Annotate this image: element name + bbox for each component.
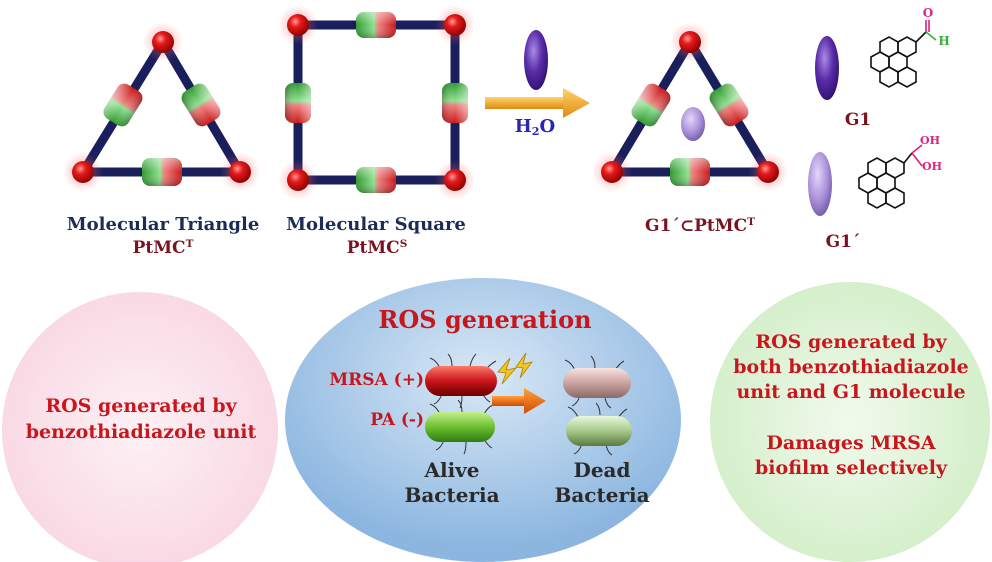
guest-g1-icon	[815, 36, 839, 100]
pyrene-diol-structure	[858, 144, 923, 209]
mrsa-bacterium-alive	[425, 353, 497, 409]
complex-label: G1´⊂PtMCT	[615, 216, 785, 236]
triangle-name-text: Molecular Triangle	[66, 214, 260, 235]
square-linker-top	[356, 12, 396, 38]
left-circle-text: ROS generated by benzothiadiazole unit	[10, 394, 272, 445]
square-pt-nodes	[278, 5, 475, 200]
guest-g1-prime-icon	[808, 152, 832, 216]
alive-line2: Bacteria	[404, 483, 500, 507]
guest-g1-over-arrow	[524, 30, 548, 90]
square-code: PtMCS	[322, 238, 432, 258]
diol-oh2-label: OH	[922, 160, 942, 173]
triangle-pt-nodes	[63, 22, 260, 192]
triangle-linker-bottom	[142, 158, 182, 186]
square-code-text: PtMC	[346, 238, 400, 258]
triangle-linker-right	[181, 83, 221, 127]
pyrene-aldehyde-structure	[870, 20, 937, 88]
square-name: Molecular Square	[268, 214, 484, 236]
square-linker-left	[285, 83, 311, 123]
right-circle-text: ROS generated by both benzothiadiazole u…	[712, 330, 990, 481]
dead-line2: Bacteria	[554, 483, 650, 507]
mrsa-label: MRSA (+)	[329, 370, 424, 390]
water-label: H2O	[500, 116, 570, 138]
molecular-triangle	[63, 22, 260, 192]
aldehyde-h-label: H	[938, 34, 950, 48]
complex-label-sup: T	[747, 216, 755, 229]
triangle-name: Molecular Triangle	[58, 214, 268, 236]
kill-arrow	[492, 388, 546, 414]
reaction-arrow	[485, 88, 590, 118]
triangle-code-sup: T	[185, 238, 194, 251]
triangle-linker-left	[103, 83, 143, 127]
pa-bacterium-dead	[566, 402, 632, 456]
right-text-line2: both benzothiadiazole	[733, 356, 969, 379]
guest-g1-prime-label: G1´	[825, 232, 861, 252]
right-text-line1: ROS generated by	[755, 331, 947, 353]
right-text-line3: unit and G1 molecule	[736, 381, 966, 404]
complex-triangle	[592, 22, 788, 192]
left-circle	[2, 292, 278, 562]
pa-label: PA (-)	[370, 410, 424, 430]
mrsa-bacterium-dead	[563, 355, 631, 409]
square-name-text: Molecular Square	[286, 214, 466, 235]
molecular-square	[278, 5, 475, 200]
alive-line1: Alive	[424, 458, 480, 482]
light-bolt-icons	[497, 352, 533, 385]
center-title: ROS generation	[378, 305, 592, 334]
left-text-line2: benzothiadiazole unit	[25, 420, 257, 443]
triangle-code-text: PtMC	[132, 238, 186, 258]
diol-oh1-label: OH	[920, 134, 940, 147]
encapsulated-guest	[681, 107, 705, 141]
guest-g1-label: G1	[844, 110, 872, 130]
aldehyde-o-label: O	[922, 6, 934, 20]
right-text-line4: Damages MRSA	[766, 432, 936, 455]
complex-label-text: G1´⊂PtMC	[645, 216, 748, 236]
alive-bacteria-label: Alive Bacteria	[396, 458, 508, 508]
left-text-line1: ROS generated by	[45, 395, 237, 417]
triangle-code: PtMCT	[108, 238, 218, 258]
right-text-line5: biofilm selectively	[755, 457, 947, 480]
dead-bacteria-label: Dead Bacteria	[546, 458, 658, 508]
square-linker-right	[442, 83, 468, 123]
right-text-spacer	[712, 405, 990, 431]
water-sub: 2	[531, 124, 540, 138]
dead-line1: Dead	[573, 458, 631, 482]
water-h: H	[514, 116, 532, 137]
square-code-sup: S	[399, 238, 408, 251]
square-linker-bottom	[356, 167, 396, 193]
water-o: O	[539, 116, 556, 137]
right-circle	[710, 282, 990, 562]
pa-bacterium-alive	[425, 399, 495, 455]
